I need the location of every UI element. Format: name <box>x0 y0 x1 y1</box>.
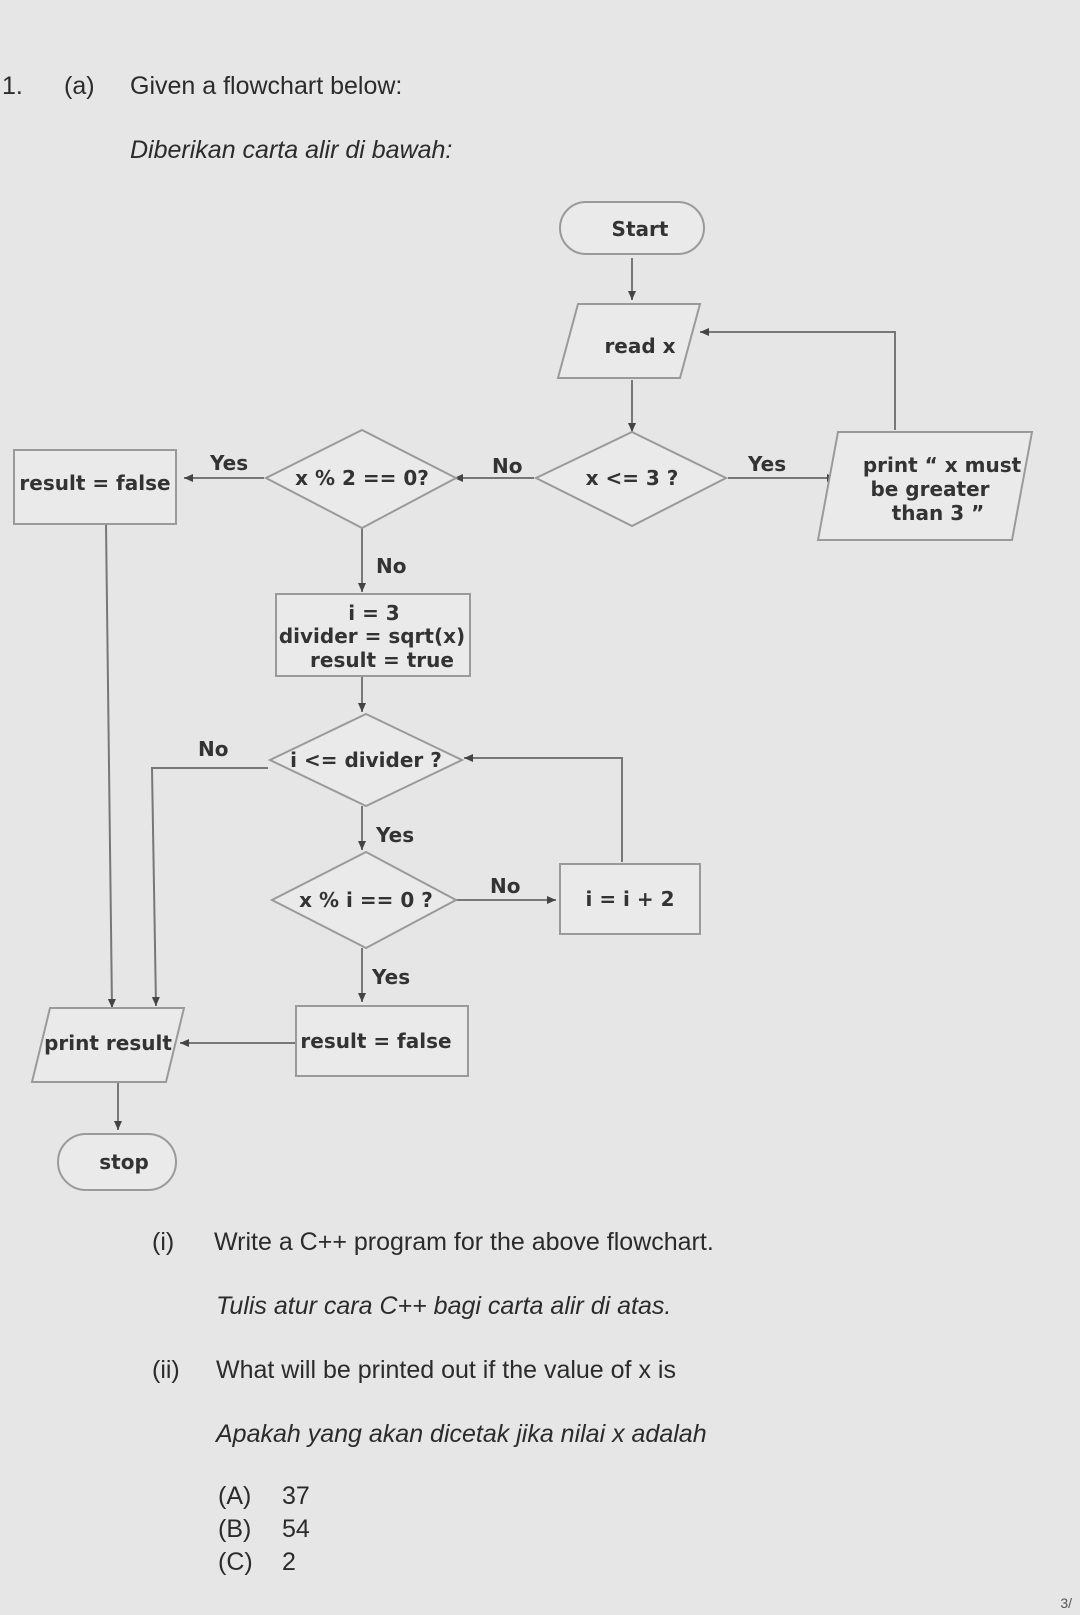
print-result-label: print result <box>44 1031 172 1055</box>
question-part: (a) <box>64 72 95 100</box>
print-message-line-1: print “ x must <box>863 453 1022 477</box>
label-le3-yes: Yes <box>747 452 786 476</box>
option-b-value: 54 <box>282 1515 310 1543</box>
init-line-2: divider = sqrt(x) <box>279 624 465 648</box>
decision-divisible: x % i == 0 ? <box>269 850 459 950</box>
question-number: 1. <box>2 72 23 100</box>
stop-label: stop <box>99 1150 149 1174</box>
start-terminal: Start <box>559 201 705 255</box>
sub-i-text-ms: Tulis atur cara C++ bagi carta alir di a… <box>216 1292 672 1320</box>
option-b-label: (B) <box>218 1515 252 1543</box>
decision-x-even: x % 2 == 0? <box>263 428 459 530</box>
init-line-3: result = true <box>310 648 454 672</box>
increment-box: i = i + 2 <box>559 863 701 935</box>
result-false-bottom-label: result = false <box>300 1029 451 1053</box>
stop-terminal: stop <box>57 1133 177 1191</box>
page-number: 3/ <box>1060 1595 1072 1611</box>
print-result-io: print result <box>30 1007 186 1083</box>
increment-label: i = i + 2 <box>586 887 675 911</box>
decision-loop-label: i <= divider ? <box>290 748 442 772</box>
sub-ii-text-en: What will be printed out if the value of… <box>216 1356 676 1384</box>
result-false-top-label: result = false <box>19 471 170 495</box>
decision-divisible-label: x % i == 0 ? <box>299 888 433 912</box>
label-div-yes: Yes <box>371 965 410 989</box>
decision-x-le-3: x <= 3 ? <box>533 430 729 528</box>
label-div-no: No <box>490 874 520 898</box>
question-text-ms: Diberikan carta alir di bawah: <box>130 136 453 164</box>
option-a-value: 37 <box>282 1482 310 1510</box>
read-x-label: read x <box>604 334 675 358</box>
label-even-yes: Yes <box>209 451 248 475</box>
sub-i-text-en: Write a C++ program for the above flowch… <box>214 1228 714 1256</box>
result-false-bottom-box: result = false <box>295 1005 469 1077</box>
connector-lines <box>105 258 896 1130</box>
label-even-no: No <box>376 554 406 578</box>
print-message-io: print “ x must be greater than 3 ” <box>816 431 1034 541</box>
print-message-line-3: than 3 ” <box>892 501 985 525</box>
label-le3-no: No <box>492 454 522 478</box>
sub-i-label: (i) <box>152 1228 175 1256</box>
result-false-top-box: result = false <box>13 449 177 525</box>
sub-ii-label: (ii) <box>152 1356 180 1384</box>
sub-ii-text-ms: Apakah yang akan dicetak jika nilai x ad… <box>216 1420 707 1448</box>
option-c-value: 2 <box>282 1548 296 1576</box>
decision-x-le-3-label: x <= 3 ? <box>586 466 679 490</box>
decision-loop: i <= divider ? <box>267 712 465 808</box>
print-message-line-2: be greater <box>870 477 989 501</box>
label-loop-no: No <box>198 737 228 761</box>
option-c-label: (C) <box>218 1548 253 1576</box>
start-label: Start <box>612 217 669 241</box>
option-a-label: (A) <box>218 1482 252 1510</box>
flowchart: Start read x x <= 3 ? print “ x must be … <box>13 201 1034 1191</box>
question-text-en: Given a flowchart below: <box>130 72 403 100</box>
init-line-1: i = 3 <box>348 601 399 625</box>
label-loop-yes: Yes <box>375 823 414 847</box>
read-x-io: read x <box>556 303 702 379</box>
decision-x-even-label: x % 2 == 0? <box>295 466 429 490</box>
init-box: i = 3 divider = sqrt(x) result = true <box>275 593 471 677</box>
